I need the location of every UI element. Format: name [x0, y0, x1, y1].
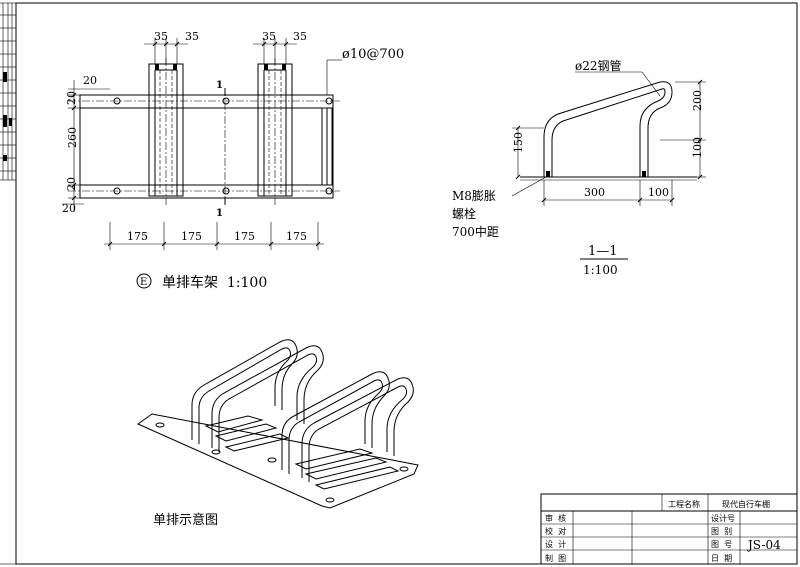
rack-loop-1 [148, 58, 184, 205]
iso-title: 单排示意图 [153, 512, 218, 528]
bolt-note-line-1: M8膨胀 [452, 189, 496, 203]
section-right-dimensions: 200 100 [660, 79, 706, 180]
dim-left-3: 260 [66, 127, 79, 148]
section-view: ø22钢管 200 100 150 [452, 58, 706, 277]
iso-rack-1 [191, 339, 324, 452]
section-bottom-dimensions: 300 100 [541, 180, 675, 206]
label-drawing-no: 图 号 [711, 540, 732, 549]
detail-index-circle [136, 273, 152, 289]
tube-spec-label: ø22钢管 [575, 58, 622, 73]
bolt-holes [113, 97, 333, 195]
iso-rack-2 [281, 371, 414, 482]
plan-top-dimensions: 35 35 35 35 [144, 30, 307, 64]
dim-right-2: 100 [691, 137, 704, 158]
label-date: 日 期 [711, 554, 732, 563]
section-left-dimensions: 150 [512, 125, 544, 180]
iso-base-plate [136, 413, 419, 509]
tube-profile-outer [543, 81, 673, 177]
dim-right-1: 200 [691, 90, 704, 111]
dim-section-left: 150 [512, 132, 525, 153]
plan-left-dimensions: 20 20 260 20 20 [62, 74, 110, 215]
dim-top-3: 35 [262, 30, 276, 43]
section-mark-top: 1 [216, 80, 223, 91]
dim-left-5: 20 [62, 202, 76, 215]
base-plate [79, 94, 334, 199]
dim-section-bottom-1: 300 [584, 186, 605, 199]
bolt-note-line-3: 700中距 [452, 224, 499, 239]
plan-title: 单排车架 1:100 [162, 274, 267, 291]
dim-top-4: 35 [293, 30, 307, 43]
dim-left-2: 20 [65, 91, 78, 105]
dim-left-1: 20 [83, 74, 97, 87]
label-design-no: 设计号 [711, 513, 735, 523]
rack-loop-2 [257, 58, 293, 205]
isometric-view: 单排示意图 [136, 339, 419, 528]
dim-bottom-3: 175 [234, 230, 255, 243]
margin-grid [0, 3, 16, 181]
dim-bottom-1: 175 [127, 230, 148, 243]
detail-index-letter: E [140, 277, 147, 288]
label-design: 设 计 [545, 539, 566, 549]
project-name: 现代自行车棚 [722, 499, 770, 509]
dim-bottom-2: 175 [181, 230, 202, 243]
label-category: 图 别 [711, 527, 732, 536]
dim-top-2: 35 [185, 30, 199, 43]
plan-view: 1 1 35 35 35 35 ø10@700 [62, 30, 404, 291]
iso-slots [204, 415, 400, 490]
label-draft: 制 图 [545, 553, 566, 563]
section-mark-bottom: 1 [216, 208, 223, 219]
rod-spec-label: ø10@700 [342, 47, 404, 62]
title-block: 工程名称 现代自行车棚 审 核 校 对 设 计 制 图 设计号 图 别 图 号 … [540, 493, 798, 565]
dim-bottom-4: 175 [286, 230, 307, 243]
plan-bottom-dimensions: 175 175 175 175 [104, 222, 324, 250]
label-review: 审 核 [545, 513, 566, 523]
drawing-number: JS-04 [746, 538, 781, 552]
anchor-rod [321, 59, 342, 186]
dim-left-4: 20 [65, 177, 78, 191]
bolt-note-line-2: 螺栓 [452, 206, 476, 221]
label-check: 校 对 [545, 526, 566, 536]
section-title: 1—1 [588, 244, 618, 259]
dim-section-bottom-2: 100 [648, 186, 669, 199]
tube-profile-inner [551, 88, 666, 177]
project-label: 工程名称 [668, 499, 700, 509]
dim-top-1: 35 [154, 30, 168, 43]
section-scale: 1:100 [583, 263, 618, 277]
